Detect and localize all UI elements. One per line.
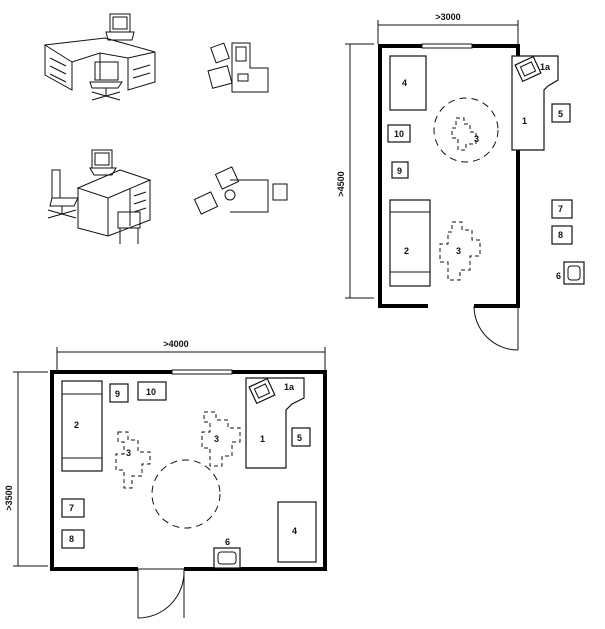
svg-text:4: 4 xyxy=(292,526,297,536)
svg-text:1a: 1a xyxy=(540,62,551,72)
room-b-width-dimension: >4000 xyxy=(56,339,326,372)
room-a-item-10 xyxy=(387,124,411,143)
sketch-straight-desk-perspective xyxy=(47,149,152,244)
svg-text:5: 5 xyxy=(297,433,302,443)
svg-text:7: 7 xyxy=(558,204,563,214)
svg-text:8: 8 xyxy=(69,534,74,544)
room-a-door xyxy=(473,305,519,351)
room-b-chair-zone-desk xyxy=(201,411,241,467)
svg-text:3: 3 xyxy=(456,246,461,256)
svg-text:2: 2 xyxy=(404,246,409,256)
room-a-sink: 6 xyxy=(556,261,585,285)
svg-text:4: 4 xyxy=(402,78,407,88)
room-a-item-5 xyxy=(551,103,571,123)
svg-text:9: 9 xyxy=(115,389,120,399)
svg-text:1: 1 xyxy=(522,116,527,126)
room-b-circulation-zone xyxy=(151,459,221,529)
room-a-bed: 2 xyxy=(389,199,431,287)
room-a-circulation-zone xyxy=(433,97,499,163)
sketch-straight-desk-plan xyxy=(193,166,288,215)
room-b-item-10 xyxy=(137,381,167,401)
svg-text:3: 3 xyxy=(474,134,479,144)
sketch-corner-desk-perspective xyxy=(43,13,156,101)
room-b-desk: 1a 1 xyxy=(245,377,305,469)
room-a-item-9 xyxy=(391,161,409,179)
svg-text:10: 10 xyxy=(146,387,156,397)
svg-text:1: 1 xyxy=(260,434,265,444)
svg-text:6: 6 xyxy=(556,271,561,281)
sketch-corner-desk-plan xyxy=(207,42,269,93)
svg-text:3: 3 xyxy=(126,448,131,458)
svg-text:7: 7 xyxy=(69,503,74,513)
svg-text:>3000: >3000 xyxy=(435,12,460,22)
room-b-wardrobe xyxy=(277,501,317,563)
room-b-chair-zone-bed xyxy=(115,431,151,489)
svg-text:>3500: >3500 xyxy=(4,485,14,510)
room-b-door xyxy=(137,568,185,619)
room-b-plan: >4000 >3500 2 9 1 xyxy=(4,339,327,619)
room-b-window xyxy=(171,369,233,375)
room-a-window xyxy=(421,43,473,49)
room-b-depth-dimension: >3500 xyxy=(4,371,48,567)
svg-text:>4000: >4000 xyxy=(163,339,188,349)
room-a-item-7 xyxy=(551,199,573,219)
room-a-width-dimension: >3000 xyxy=(377,12,519,44)
room-b-item-5 xyxy=(291,427,311,447)
svg-text:3: 3 xyxy=(214,434,219,444)
svg-text:6: 6 xyxy=(225,537,230,547)
room-a-depth-dimension: >4500 xyxy=(336,43,374,299)
room-a-chair-zone xyxy=(439,221,481,281)
room-a-desk: 1a 1 xyxy=(511,55,559,151)
room-b-item-8 xyxy=(61,529,85,549)
svg-text:>4500: >4500 xyxy=(336,171,346,196)
svg-text:2: 2 xyxy=(74,420,79,430)
svg-text:9: 9 xyxy=(397,166,402,176)
room-b-sink: 6 xyxy=(213,537,241,569)
room-b-bed: 2 xyxy=(61,380,103,472)
svg-text:1a: 1a xyxy=(284,382,295,392)
svg-text:8: 8 xyxy=(558,230,563,240)
svg-text:5: 5 xyxy=(558,109,563,119)
room-a-wardrobe xyxy=(389,55,427,111)
svg-text:10: 10 xyxy=(394,129,404,139)
room-a-item-8 xyxy=(551,225,573,245)
room-b-item-7 xyxy=(61,498,85,518)
room-b-item-9 xyxy=(109,383,129,403)
room-a-plan: >3000 >4500 4 10 9 3 xyxy=(336,12,585,351)
